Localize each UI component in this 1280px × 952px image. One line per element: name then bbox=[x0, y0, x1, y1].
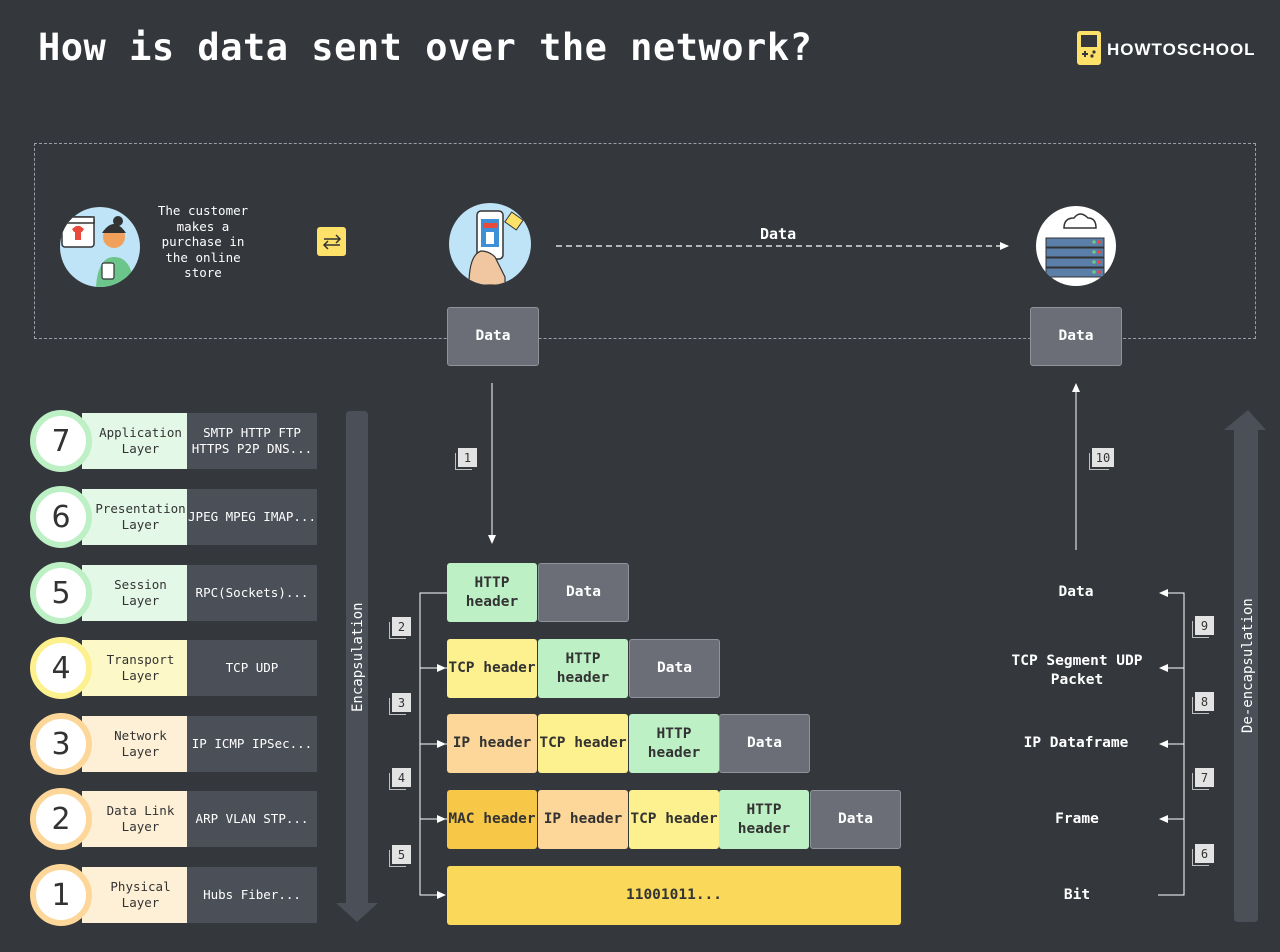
layer-protocols: IP ICMP IPSec... bbox=[187, 716, 317, 772]
tcp-header-box: TCP header bbox=[538, 714, 628, 773]
scenario-container bbox=[34, 143, 1256, 339]
layer-4: 4 Transport Layer TCP UDP bbox=[30, 637, 330, 699]
logo: HOWTOSCHOOL bbox=[1077, 31, 1256, 69]
step-5: 5 bbox=[392, 845, 411, 864]
data-box: Data bbox=[629, 639, 720, 698]
layer-5: 5 Session Layer RPC(Sockets)... bbox=[30, 562, 330, 624]
tcp-header-box: TCP header bbox=[447, 639, 537, 698]
cloud-server-icon bbox=[1045, 213, 1105, 278]
encapsulation-label: Encapsulation bbox=[350, 602, 366, 712]
layer-name: Presentation Layer bbox=[82, 489, 187, 545]
layer-name: Transport Layer bbox=[82, 640, 187, 696]
step-10: 10 bbox=[1092, 448, 1114, 467]
ip-header-box: IP header bbox=[538, 790, 628, 849]
layer-protocols: ARP VLAN STP... bbox=[187, 791, 317, 847]
label-bit: Bit bbox=[1063, 887, 1091, 903]
http-header-box: HTTP header bbox=[538, 639, 628, 698]
http-header-box: HTTP header bbox=[629, 714, 719, 773]
label-data: Data bbox=[1058, 584, 1094, 600]
sender-data-box: Data bbox=[447, 307, 539, 366]
step-6: 6 bbox=[1195, 844, 1214, 863]
deencapsulation-label: De-encapsulation bbox=[1240, 598, 1256, 733]
bits-box: 11001011... bbox=[447, 866, 901, 925]
data-box: Data bbox=[810, 790, 901, 849]
http-header-box: HTTP header bbox=[719, 790, 809, 849]
layer-number: 1 bbox=[30, 864, 92, 926]
customer-icon bbox=[61, 216, 134, 287]
swap-arrows-icon bbox=[317, 227, 346, 256]
step-4: 4 bbox=[392, 768, 411, 787]
label-dataframe: IP Dataframe bbox=[1023, 735, 1129, 751]
layer-protocols: SMTP HTTP FTP HTTPS P2P DNS... bbox=[187, 413, 317, 469]
layer-3: 3 Network Layer IP ICMP IPSec... bbox=[30, 713, 330, 775]
layer-number: 2 bbox=[30, 788, 92, 850]
layer-name: Physical Layer bbox=[82, 867, 187, 923]
step-9: 9 bbox=[1195, 616, 1214, 635]
receiver-data-box: Data bbox=[1030, 307, 1122, 366]
layer-name: Session Layer bbox=[82, 565, 187, 621]
http-header-box: HTTP header bbox=[447, 563, 537, 622]
data-box: Data bbox=[538, 563, 629, 622]
layer-number: 5 bbox=[30, 562, 92, 624]
layer-1: 1 Physical Layer Hubs Fiber... bbox=[30, 864, 330, 926]
phone-avatar bbox=[449, 203, 531, 285]
page-title: How is data sent over the network? bbox=[38, 26, 813, 69]
step-1: 1 bbox=[458, 448, 477, 467]
layer-protocols: Hubs Fiber... bbox=[187, 867, 317, 923]
step-2: 2 bbox=[392, 617, 411, 636]
step-7: 7 bbox=[1195, 768, 1214, 787]
layer-number: 7 bbox=[30, 410, 92, 472]
logo-text: HOWTOSCHOOL bbox=[1107, 40, 1256, 59]
layer-6: 6 Presentation Layer JPEG MPEG IMAP... bbox=[30, 486, 330, 548]
layer-protocols: JPEG MPEG IMAP... bbox=[187, 489, 317, 545]
label-frame: Frame bbox=[1055, 811, 1099, 827]
step-3: 3 bbox=[392, 693, 411, 712]
mac-header-box: MAC header bbox=[447, 790, 537, 849]
gameboy-logo-icon bbox=[1077, 31, 1101, 69]
layer-number: 3 bbox=[30, 713, 92, 775]
ip-header-box: IP header bbox=[447, 714, 537, 773]
tcp-header-box: TCP header bbox=[629, 790, 719, 849]
transfer-label: Data bbox=[760, 225, 797, 243]
layer-name: Application Layer bbox=[82, 413, 187, 469]
customer-caption: The customer makes a purchase in the onl… bbox=[157, 203, 249, 280]
step-8: 8 bbox=[1195, 692, 1214, 711]
layer-name: Data Link Layer bbox=[82, 791, 187, 847]
server-avatar bbox=[1036, 206, 1116, 286]
phone-shopping-icon bbox=[468, 210, 524, 285]
label-segment: TCP Segment UDP Packet bbox=[1011, 653, 1143, 688]
layer-number: 4 bbox=[30, 637, 92, 699]
layer-protocols: TCP UDP bbox=[187, 640, 317, 696]
customer-avatar bbox=[60, 207, 140, 287]
data-box: Data bbox=[719, 714, 810, 773]
layer-7: 7 Application Layer SMTP HTTP FTP HTTPS … bbox=[30, 410, 330, 472]
layer-protocols: RPC(Sockets)... bbox=[187, 565, 317, 621]
layer-name: Network Layer bbox=[82, 716, 187, 772]
layer-2: 2 Data Link Layer ARP VLAN STP... bbox=[30, 788, 330, 850]
layer-number: 6 bbox=[30, 486, 92, 548]
